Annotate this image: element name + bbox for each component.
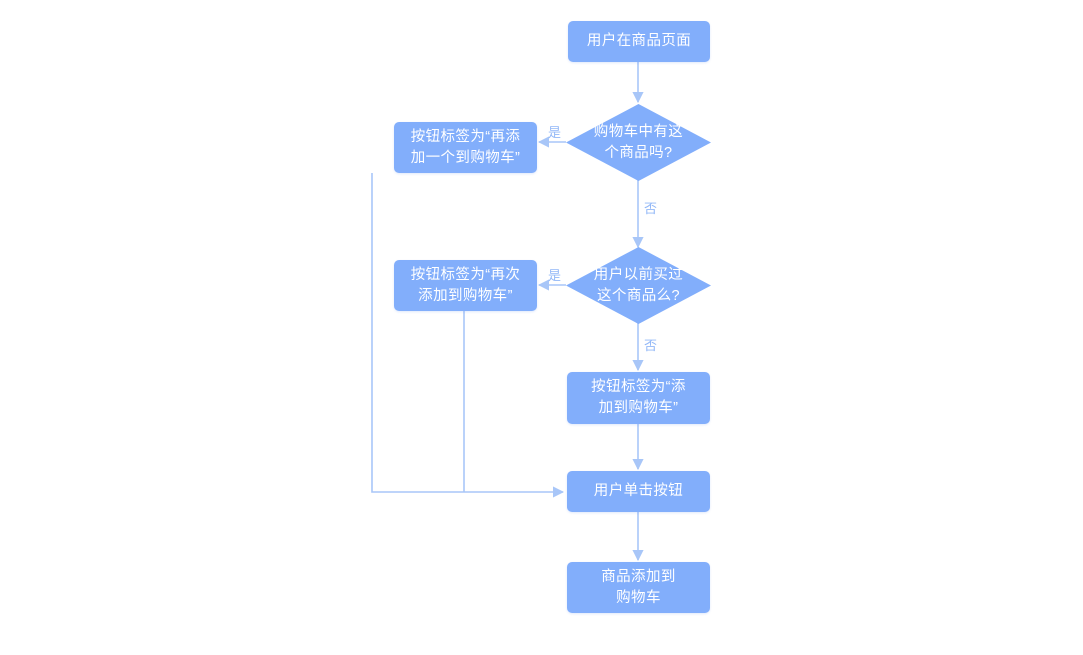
edge-label-bought-before-no: 否 bbox=[644, 338, 658, 353]
edge-box1-to-click bbox=[371, 173, 565, 498]
edge-label-bought-before-yes: 是 bbox=[548, 268, 562, 283]
node-user-clicks-button[interactable]: 用户单击按钮 bbox=[567, 471, 710, 512]
node-label-add-to-cart-label: 按钮标签为“添 加到购物车” bbox=[591, 379, 686, 416]
node-user-clicks-button-label: 用户单击按钮 bbox=[593, 483, 684, 499]
edge-label-in-cart-no: 否 bbox=[644, 201, 658, 216]
node-item-added-label: 商品添加到 购物车 bbox=[601, 568, 676, 606]
node-label-add-one-more-label: 按钮标签为“再添 加一个到购物车” bbox=[410, 128, 521, 166]
node-item-added[interactable]: 商品添加到 购物车 bbox=[567, 562, 710, 613]
node-decision-in-cart-label: 购物车中有这 个商品吗? bbox=[593, 123, 684, 161]
node-start[interactable]: 用户在商品页面 bbox=[568, 21, 710, 62]
edge-label-in-cart-yes: 是 bbox=[548, 125, 562, 140]
node-label-add-again[interactable]: 按钮标签为“再次 添加到购物车” bbox=[394, 260, 537, 311]
node-start-label: 用户在商品页面 bbox=[586, 33, 692, 49]
node-decision-bought-before-label: 用户以前买过 这个商品么? bbox=[593, 266, 684, 304]
node-decision-bought-before[interactable]: 用户以前买过 这个商品么? bbox=[566, 247, 711, 324]
node-label-add-one-more[interactable]: 按钮标签为“再添 加一个到购物车” bbox=[394, 122, 537, 173]
node-label-add-again-label: 按钮标签为“再次 添加到购物车” bbox=[410, 266, 521, 304]
node-label-add-to-cart[interactable]: 按钮标签为“添 加到购物车” bbox=[567, 372, 710, 424]
node-decision-in-cart[interactable]: 购物车中有这 个商品吗? bbox=[566, 104, 711, 181]
